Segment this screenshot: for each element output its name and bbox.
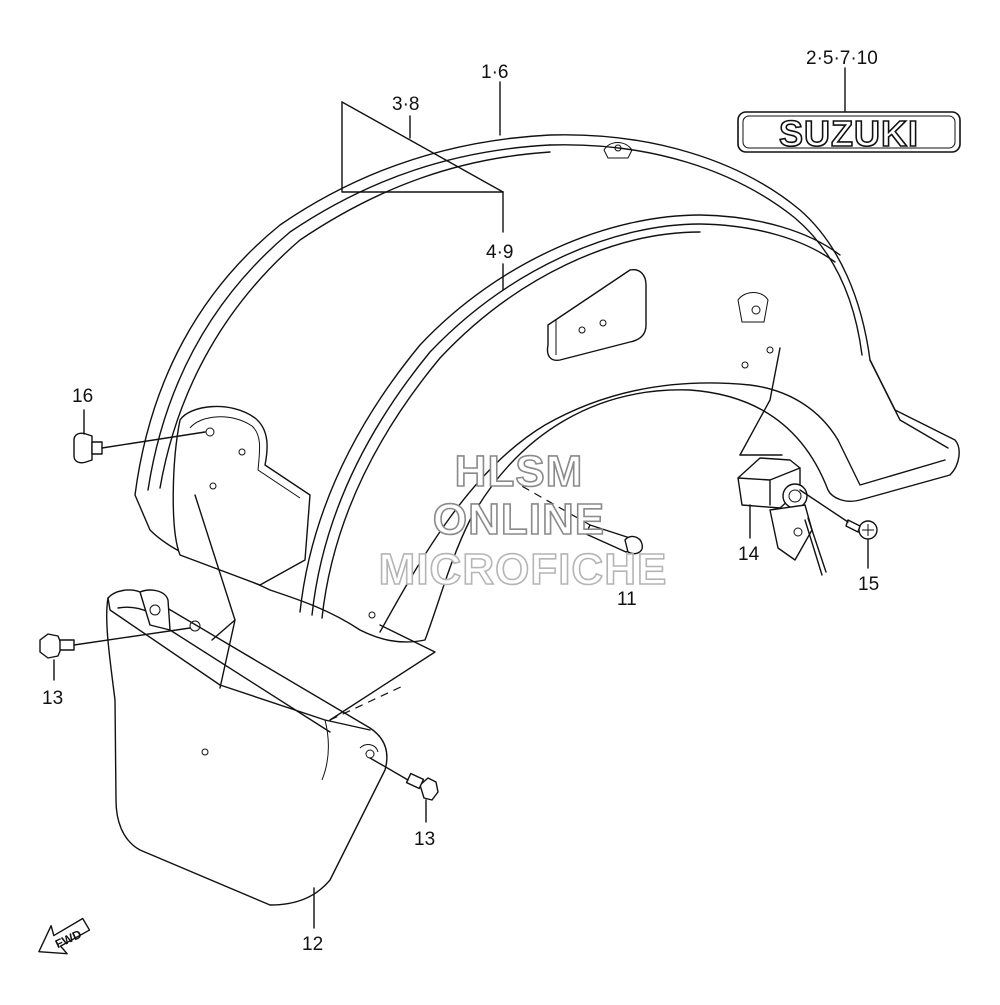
watermark: HLSM ONLINE MICROFICHE bbox=[378, 446, 668, 595]
fwd-arrow-icon: FWD bbox=[38, 917, 91, 955]
label-2-5-7-10: 2·5·7·10 bbox=[806, 48, 878, 69]
label-11: 11 bbox=[617, 589, 637, 610]
fwd-label: FWD bbox=[53, 927, 84, 951]
helmet-lock bbox=[737, 457, 827, 576]
watermark-line-1: HLSM bbox=[455, 447, 584, 496]
watermark-line-3: MICROFICHE bbox=[379, 545, 668, 594]
watermark-line-2: ONLINE bbox=[433, 495, 605, 544]
screw-15 bbox=[845, 519, 878, 540]
label-13-upper: 13 bbox=[42, 688, 63, 709]
label-4-9: 4·9 bbox=[486, 242, 513, 263]
label-1-6: 1·6 bbox=[481, 62, 508, 83]
screw-16 bbox=[73, 432, 103, 464]
bolt-13-lower bbox=[405, 772, 439, 801]
label-14: 14 bbox=[738, 544, 760, 565]
rear-fender bbox=[134, 134, 960, 643]
emblem-text: SUZUKI bbox=[779, 113, 919, 154]
suzuki-emblem: SUZUKI bbox=[737, 111, 961, 155]
bolt-13-upper bbox=[39, 633, 75, 659]
leader-lines bbox=[53, 67, 869, 929]
label-16: 16 bbox=[72, 386, 93, 407]
label-12: 12 bbox=[302, 934, 323, 955]
part-labels: 1·6 2·5·7·10 3·8 4·9 11 12 13 13 14 15 1… bbox=[42, 48, 879, 955]
label-13-lower: 13 bbox=[414, 829, 435, 850]
label-3-8: 3·8 bbox=[392, 94, 419, 115]
rear-flap bbox=[106, 589, 388, 906]
screw-11 bbox=[585, 524, 643, 555]
label-15: 15 bbox=[858, 574, 879, 595]
